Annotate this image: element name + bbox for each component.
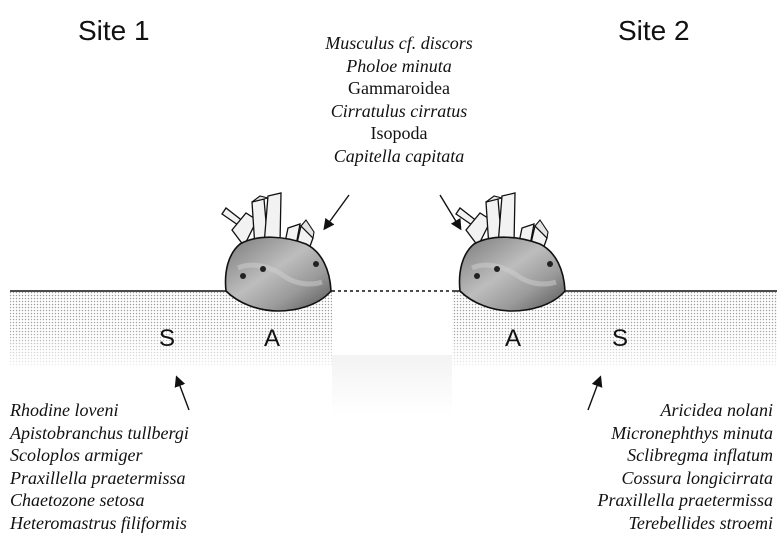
shared-species-list: Musculus cf. discors Pholoe minuta Gamma… [229,32,569,167]
middle-gap [332,355,452,415]
species-name: Micronephthys minuta [598,422,773,445]
species-name: Capitella capitata [229,145,569,168]
species-name: Cossura longicirrata [598,467,773,490]
species-name: Heteromastrus filiformis [10,512,189,535]
species-name: Isopoda [229,122,569,145]
site-2-species-list: Aricidea nolani Micronephthys minuta Scl… [598,399,773,534]
species-name: Cirratulus cirratus [229,100,569,123]
species-name: Sclibregma inflatum [598,444,773,467]
species-name: Praxillella praetermissa [598,489,773,512]
species-name: Gammaroidea [229,77,569,100]
rock-cluster-site-2 [456,193,565,311]
site-2-zone-a: A [498,327,528,351]
site-1-species-list: Rhodine loveni Apistobranchus tullbergi … [10,399,189,534]
species-name: Chaetozone setosa [10,489,189,512]
site-1-title: Site 1 [78,17,150,45]
rock-cluster-site-1 [222,193,331,311]
species-name: Scoloplos armiger [10,444,189,467]
species-name: Musculus cf. discors [229,32,569,55]
site-1-zone-s: S [152,327,182,351]
site-1-zone-a: A [257,327,287,351]
species-name: Rhodine loveni [10,399,189,422]
species-name: Terebellides stroemi [598,512,773,535]
species-name: Aricidea nolani [598,399,773,422]
species-name: Praxillella praetermissa [10,467,189,490]
arrow-shared-to-site-1 [325,195,349,228]
species-name: Apistobranchus tullbergi [10,422,189,445]
species-name: Pholoe minuta [229,55,569,78]
site-2-title: Site 2 [618,17,690,45]
site-2-zone-s: S [605,327,635,351]
